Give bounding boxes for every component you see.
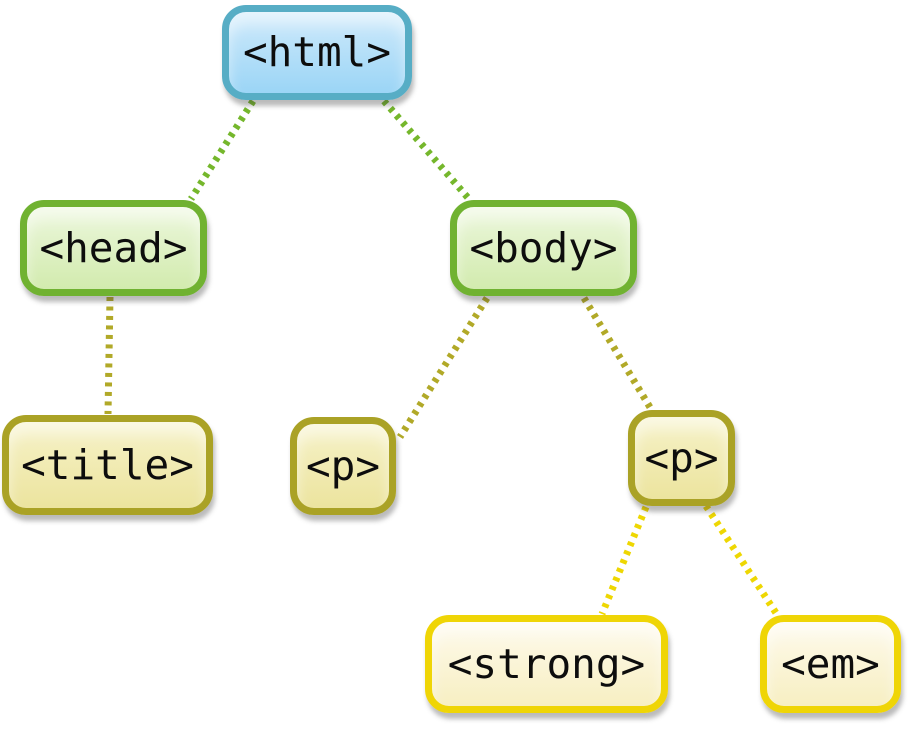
node-p-right-label: <p>	[644, 433, 719, 482]
node-html: <html>	[222, 5, 412, 100]
edge-body-p-left	[397, 296, 490, 439]
node-p-left: <p>	[290, 417, 396, 515]
node-title: <title>	[2, 415, 213, 515]
edge-html-head	[188, 99, 256, 201]
node-strong-label: <strong>	[447, 639, 646, 688]
edge-head-title	[104, 296, 114, 415]
node-p-right: <p>	[628, 410, 735, 506]
node-em-label: <em>	[781, 639, 880, 688]
node-head: <head>	[20, 200, 207, 296]
edge-p-em	[703, 504, 779, 615]
edge-p-strong	[598, 505, 650, 616]
node-body-label: <body>	[469, 223, 618, 272]
node-em: <em>	[760, 615, 901, 713]
edge-body-p-right	[581, 296, 654, 411]
node-html-label: <html>	[242, 28, 392, 76]
node-p-left-label: <p>	[305, 441, 381, 490]
node-head-label: <head>	[39, 223, 188, 272]
node-strong: <strong>	[425, 615, 668, 713]
node-body: <body>	[450, 200, 637, 296]
node-title-label: <title>	[21, 440, 194, 489]
edge-html-body	[381, 98, 472, 202]
